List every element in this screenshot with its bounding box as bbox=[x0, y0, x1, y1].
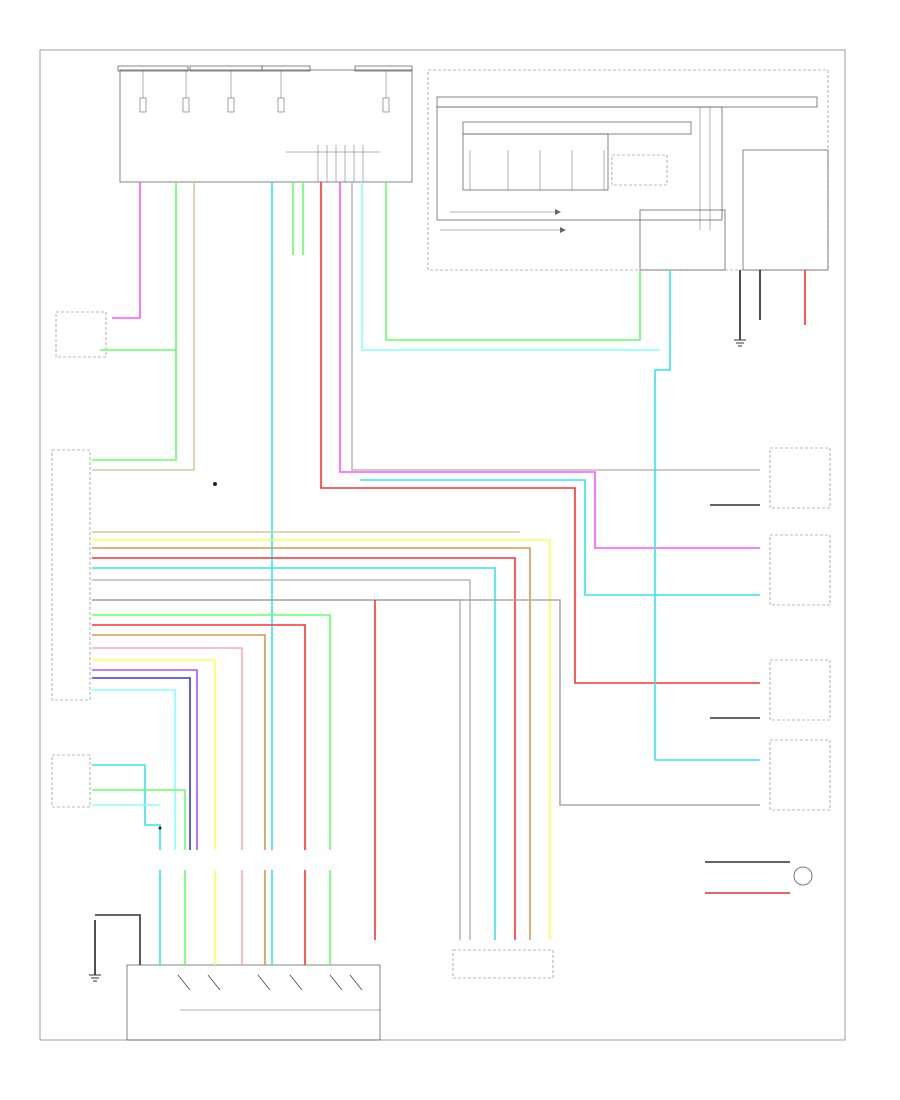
wire-pink bbox=[112, 182, 141, 319]
wire-bundle-9 bbox=[92, 624, 306, 850]
shift-solenoid-block bbox=[452, 949, 554, 979]
right-switch-group bbox=[769, 447, 831, 886]
wire-lower-1 bbox=[92, 764, 161, 850]
wire-gray-1 bbox=[351, 182, 760, 471]
ground-symbol-pcm bbox=[734, 339, 746, 347]
wire-bundle-13 bbox=[92, 669, 198, 850]
wire-ground-2 bbox=[95, 914, 141, 965]
wire-bundle-3 bbox=[92, 547, 531, 940]
ground-symbol-left bbox=[89, 974, 101, 982]
powertrain-control-module bbox=[427, 69, 829, 271]
wire-cyan-mid bbox=[360, 479, 760, 596]
wire-lower-2 bbox=[92, 789, 186, 850]
wire-bundle-15 bbox=[92, 689, 176, 850]
diagram-frame bbox=[39, 49, 846, 1041]
wire-cyan-pcm bbox=[654, 270, 760, 761]
wire-bundle-5 bbox=[92, 567, 496, 940]
wire-red-long bbox=[320, 182, 760, 684]
wire-pink-right bbox=[339, 182, 760, 549]
wire-bundle-6 bbox=[92, 579, 471, 940]
junction-dot bbox=[213, 482, 217, 486]
wire-green-pcm bbox=[385, 182, 641, 341]
gauge-control-module-connector bbox=[51, 449, 91, 808]
wire-bundle-14 bbox=[92, 677, 191, 850]
wire-bundle-12 bbox=[92, 659, 216, 850]
wire-bundle-10 bbox=[92, 634, 266, 850]
wire-bundle-7 bbox=[92, 599, 461, 940]
wire-bundle-4 bbox=[92, 557, 516, 940]
wire-bundle-2 bbox=[92, 539, 551, 940]
transmission-range-switch bbox=[126, 964, 381, 1041]
wire-bundle-8 bbox=[92, 614, 331, 850]
junction-dot-2 bbox=[158, 826, 162, 830]
wire-light-green-a bbox=[92, 182, 177, 461]
wire-light-cyan bbox=[361, 182, 660, 351]
under-hood-fuse-relay-box bbox=[117, 65, 413, 183]
wire-gray-long bbox=[92, 599, 760, 806]
wire-bundle-11 bbox=[92, 647, 243, 850]
wire-tan-a bbox=[92, 182, 195, 471]
brake-pedal-position-switch bbox=[55, 311, 107, 358]
